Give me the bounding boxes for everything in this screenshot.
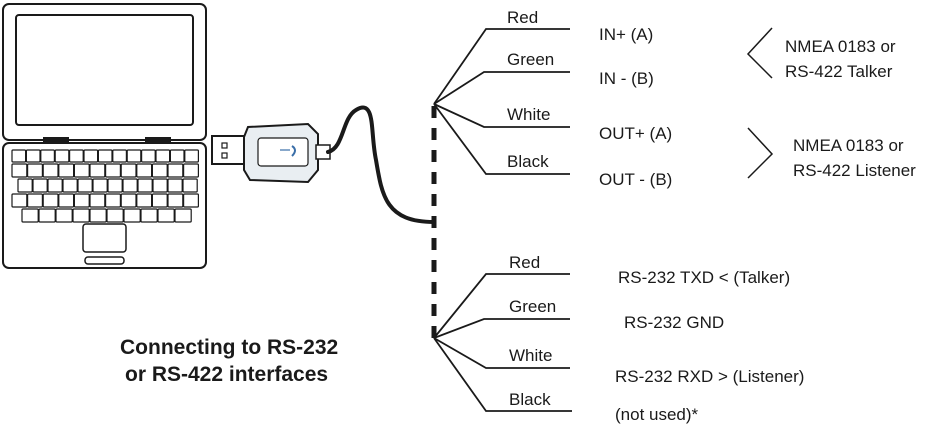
keyboard-key	[58, 163, 75, 178]
listener-bracket	[747, 127, 774, 179]
keyboard-key	[120, 193, 137, 208]
keyboard-key	[89, 163, 106, 178]
keyboard-key	[73, 163, 90, 178]
laptop-icon	[2, 3, 207, 269]
rs422-wire-color-red: Red	[507, 8, 538, 27]
listener-label-line1: NMEA 0183 or	[793, 136, 904, 155]
keyboard-key	[40, 149, 55, 163]
keyboard-key	[27, 193, 44, 208]
keyboard-key	[151, 193, 168, 208]
keyboard-key	[182, 178, 198, 193]
keyboard-key	[122, 178, 138, 193]
keyboard-key	[184, 149, 200, 163]
rs232-wire-color-green: Green	[509, 297, 556, 316]
rs232-signal-txd: RS-232 TXD < (Talker)	[618, 268, 790, 287]
keyboard-key	[47, 178, 63, 193]
rs422-signal-in-minus: IN - (B)	[599, 69, 654, 88]
keyboard-key	[137, 178, 153, 193]
rs422-signal-out-minus: OUT - (B)	[599, 170, 672, 189]
keyboard-key	[104, 193, 121, 208]
keyboard-key	[169, 149, 185, 163]
keyboard-key	[89, 193, 106, 208]
keyboard-key	[54, 149, 70, 163]
rs232-signal-rxd: RS-232 RXD > (Listener)	[615, 367, 804, 386]
keyboard-key	[55, 208, 73, 223]
keyboard-key	[73, 193, 90, 208]
caption-line2: or RS-422 interfaces	[125, 363, 328, 386]
keyboard-key	[183, 163, 200, 178]
keyboard-key	[106, 208, 124, 223]
keyboard-key	[167, 193, 184, 208]
keyboard-key	[140, 208, 158, 223]
keyboard-key	[104, 163, 121, 178]
keyboard-key	[136, 163, 153, 178]
keyboard-key	[167, 178, 183, 193]
keyboard-key	[58, 193, 75, 208]
talker-label-line1: NMEA 0183 or	[785, 37, 896, 56]
keyboard-key	[174, 208, 192, 223]
rs422-wires	[433, 28, 570, 175]
keyboard-key	[92, 178, 108, 193]
keyboard-key	[38, 208, 56, 223]
keyboard-key	[107, 178, 123, 193]
rs232-signal-gnd: RS-232 GND	[624, 313, 724, 332]
keyboard-key	[42, 193, 59, 208]
keyboard-key	[155, 149, 171, 163]
keyboard-key	[152, 178, 168, 193]
keyboard-key	[25, 149, 41, 163]
rs422-wire-color-white: White	[507, 105, 550, 124]
talker-label-line2: RS-422 Talker	[785, 62, 893, 81]
rs232-wires	[433, 273, 572, 412]
keyboard-key	[89, 208, 107, 223]
keyboard-key	[68, 149, 84, 163]
keyboard-key	[62, 178, 78, 193]
keyboard-key	[136, 193, 153, 208]
rs232-signal-not-used: (not used)*	[615, 405, 699, 424]
keyboard-key	[167, 163, 184, 178]
keyboard-key	[27, 163, 44, 178]
keyboard-key	[112, 149, 128, 163]
rs232-wire-color-black: Black	[509, 390, 551, 409]
rs422-wire-color-green: Green	[507, 50, 554, 69]
keyboard-key	[141, 149, 156, 163]
keyboard-key	[17, 178, 33, 193]
keyboard-key	[83, 149, 99, 163]
keyboard-key	[11, 193, 28, 208]
rs422-signal-in-plus: IN+ (A)	[599, 25, 653, 44]
keyboard-key	[32, 178, 48, 193]
keyboard-key	[11, 149, 27, 163]
keyboard-key	[126, 149, 142, 163]
keyboard-key	[11, 163, 28, 178]
rs232-wire-color-white: White	[509, 346, 552, 365]
keyboard-key	[120, 163, 137, 178]
keyboard-key	[97, 149, 113, 163]
keyboard-key	[72, 208, 90, 223]
keyboard-key	[151, 163, 168, 178]
caption-line1: Connecting to RS-232	[120, 336, 338, 359]
keyboard-key	[123, 208, 141, 223]
keyboard-key	[21, 208, 39, 223]
keyboard-key	[42, 163, 59, 178]
keyboard-key	[77, 178, 93, 193]
talker-bracket	[746, 27, 773, 79]
listener-label-line2: RS-422 Listener	[793, 161, 916, 180]
usb-adapter-icon	[211, 122, 331, 184]
keyboard-key	[157, 208, 175, 223]
rs232-wire-color-red: Red	[509, 253, 540, 272]
usb-cable	[326, 105, 436, 224]
rs422-wire-color-black: Black	[507, 152, 549, 171]
keyboard-key	[183, 193, 200, 208]
rs422-signal-out-plus: OUT+ (A)	[599, 124, 672, 143]
